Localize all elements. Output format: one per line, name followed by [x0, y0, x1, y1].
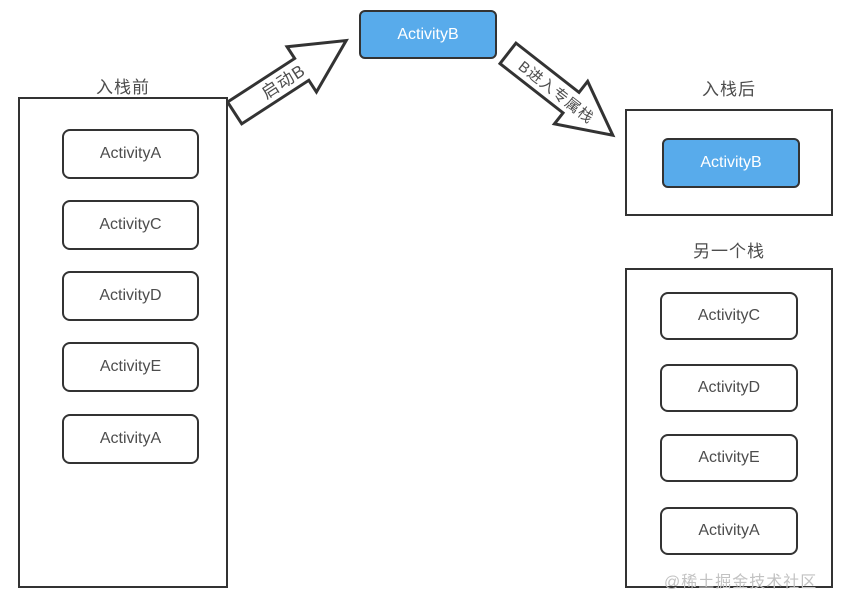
activity-box: ActivityE [62, 342, 199, 392]
arrow-enter-dedicated-stack-shape [497, 41, 616, 138]
activity-box: ActivityD [660, 364, 798, 412]
stack-title-after: 入栈后 [702, 80, 756, 99]
activity-box: ActivityE [660, 434, 798, 482]
arrow-enter-dedicated-stack-label: B进入专属栈 [515, 58, 597, 127]
arrow-enter-dedicated-stack: B进入专属栈 [497, 41, 616, 138]
stack-title-before: 入栈前 [96, 78, 150, 97]
arrow-launch-b-label: 启动B [258, 61, 309, 103]
activity-box-b-in-stack: ActivityB [662, 138, 800, 188]
activity-box: ActivityA [62, 414, 199, 464]
stack-title-other: 另一个栈 [693, 242, 765, 261]
activity-box: ActivityD [62, 271, 199, 321]
juejin-watermark: @稀土掘金技术社区 [664, 574, 818, 591]
activity-box: ActivityC [660, 292, 798, 340]
arrow-launch-b: 启动B [225, 38, 349, 126]
activity-box: ActivityA [660, 507, 798, 555]
activity-box: ActivityA [62, 129, 199, 179]
activity-box-b-floating: ActivityB [359, 10, 497, 59]
arrow-launch-b-shape [225, 38, 349, 126]
activity-box: ActivityC [62, 200, 199, 250]
